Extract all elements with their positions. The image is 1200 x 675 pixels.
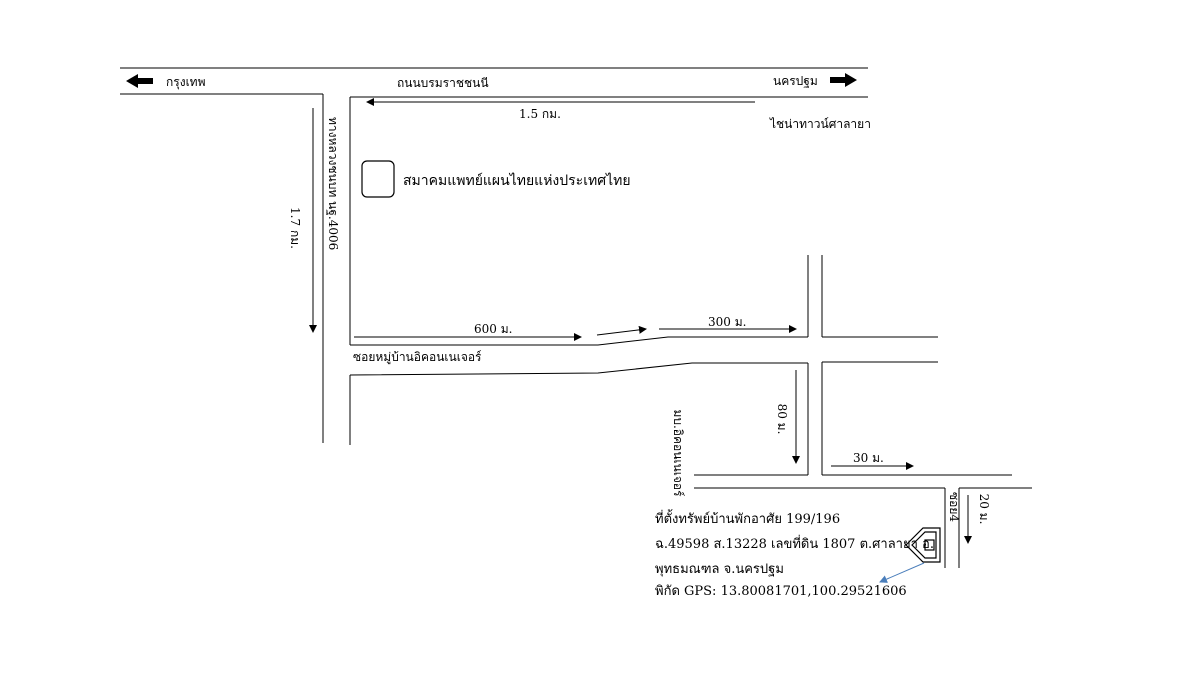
village-road-label: มบ.อิคอนเนเจอร์ xyxy=(671,409,685,497)
property-gps-line: พิกัด GPS: 13.80081701,100.29521606 xyxy=(655,584,907,599)
soi-road-label: ซอยหมู่บ้านอิคอนเนเจอร์ xyxy=(353,350,482,364)
property-line-3: พุทธมณฑล จ.นครปฐม xyxy=(655,562,784,577)
arrow-left-icon xyxy=(126,74,153,88)
soi-top-edge xyxy=(350,336,808,346)
distance-20m-label: 20 ม. xyxy=(977,493,991,525)
distance-30m-label: 30 ม. xyxy=(853,451,884,465)
property-line-2: ฉ.49598 ส.13228 เลขที่ดิน 1807 ต.ศาลายา … xyxy=(655,537,934,552)
distance-80m-label: 80 ม. xyxy=(775,403,789,435)
distance-main-label: 1.5 กม. xyxy=(519,107,561,121)
direction-arrows xyxy=(126,73,857,88)
association-building-icon xyxy=(361,160,395,198)
left-road-label: ทางหลวงชนบท นฐ.4006 xyxy=(326,117,340,251)
distance-300m-label: 300 ม. xyxy=(708,315,747,329)
road-lines xyxy=(120,67,1032,568)
arrow-right-icon xyxy=(830,73,857,87)
soi-bottom-edge xyxy=(349,362,808,376)
direction-bangkok-label: กรุงเทพ xyxy=(166,75,206,89)
chinatown-landmark-label: ไชน่าทาวน์ศาลายา xyxy=(770,117,871,131)
house-icon xyxy=(905,527,941,563)
association-label: สมาคมแพทย์แผนไทยแห่งประเทศไทย xyxy=(403,173,631,189)
distance-600m-label: 600 ม. xyxy=(474,322,513,336)
direction-nakhonpathom-label: นครปฐม xyxy=(773,74,818,88)
property-pointer-arrow xyxy=(879,562,925,583)
property-line-1: ที่ตั้งทรัพย์บ้านพักอาศัย 199/196 xyxy=(655,512,841,527)
soi4-label: ซอย4 xyxy=(947,491,961,523)
distance-left-label: 1.7 กม. xyxy=(288,207,302,249)
main-road-label: ถนนบรมราชชนนี xyxy=(397,76,489,90)
distance-arrows xyxy=(309,98,972,544)
arrow-bend xyxy=(596,325,647,336)
